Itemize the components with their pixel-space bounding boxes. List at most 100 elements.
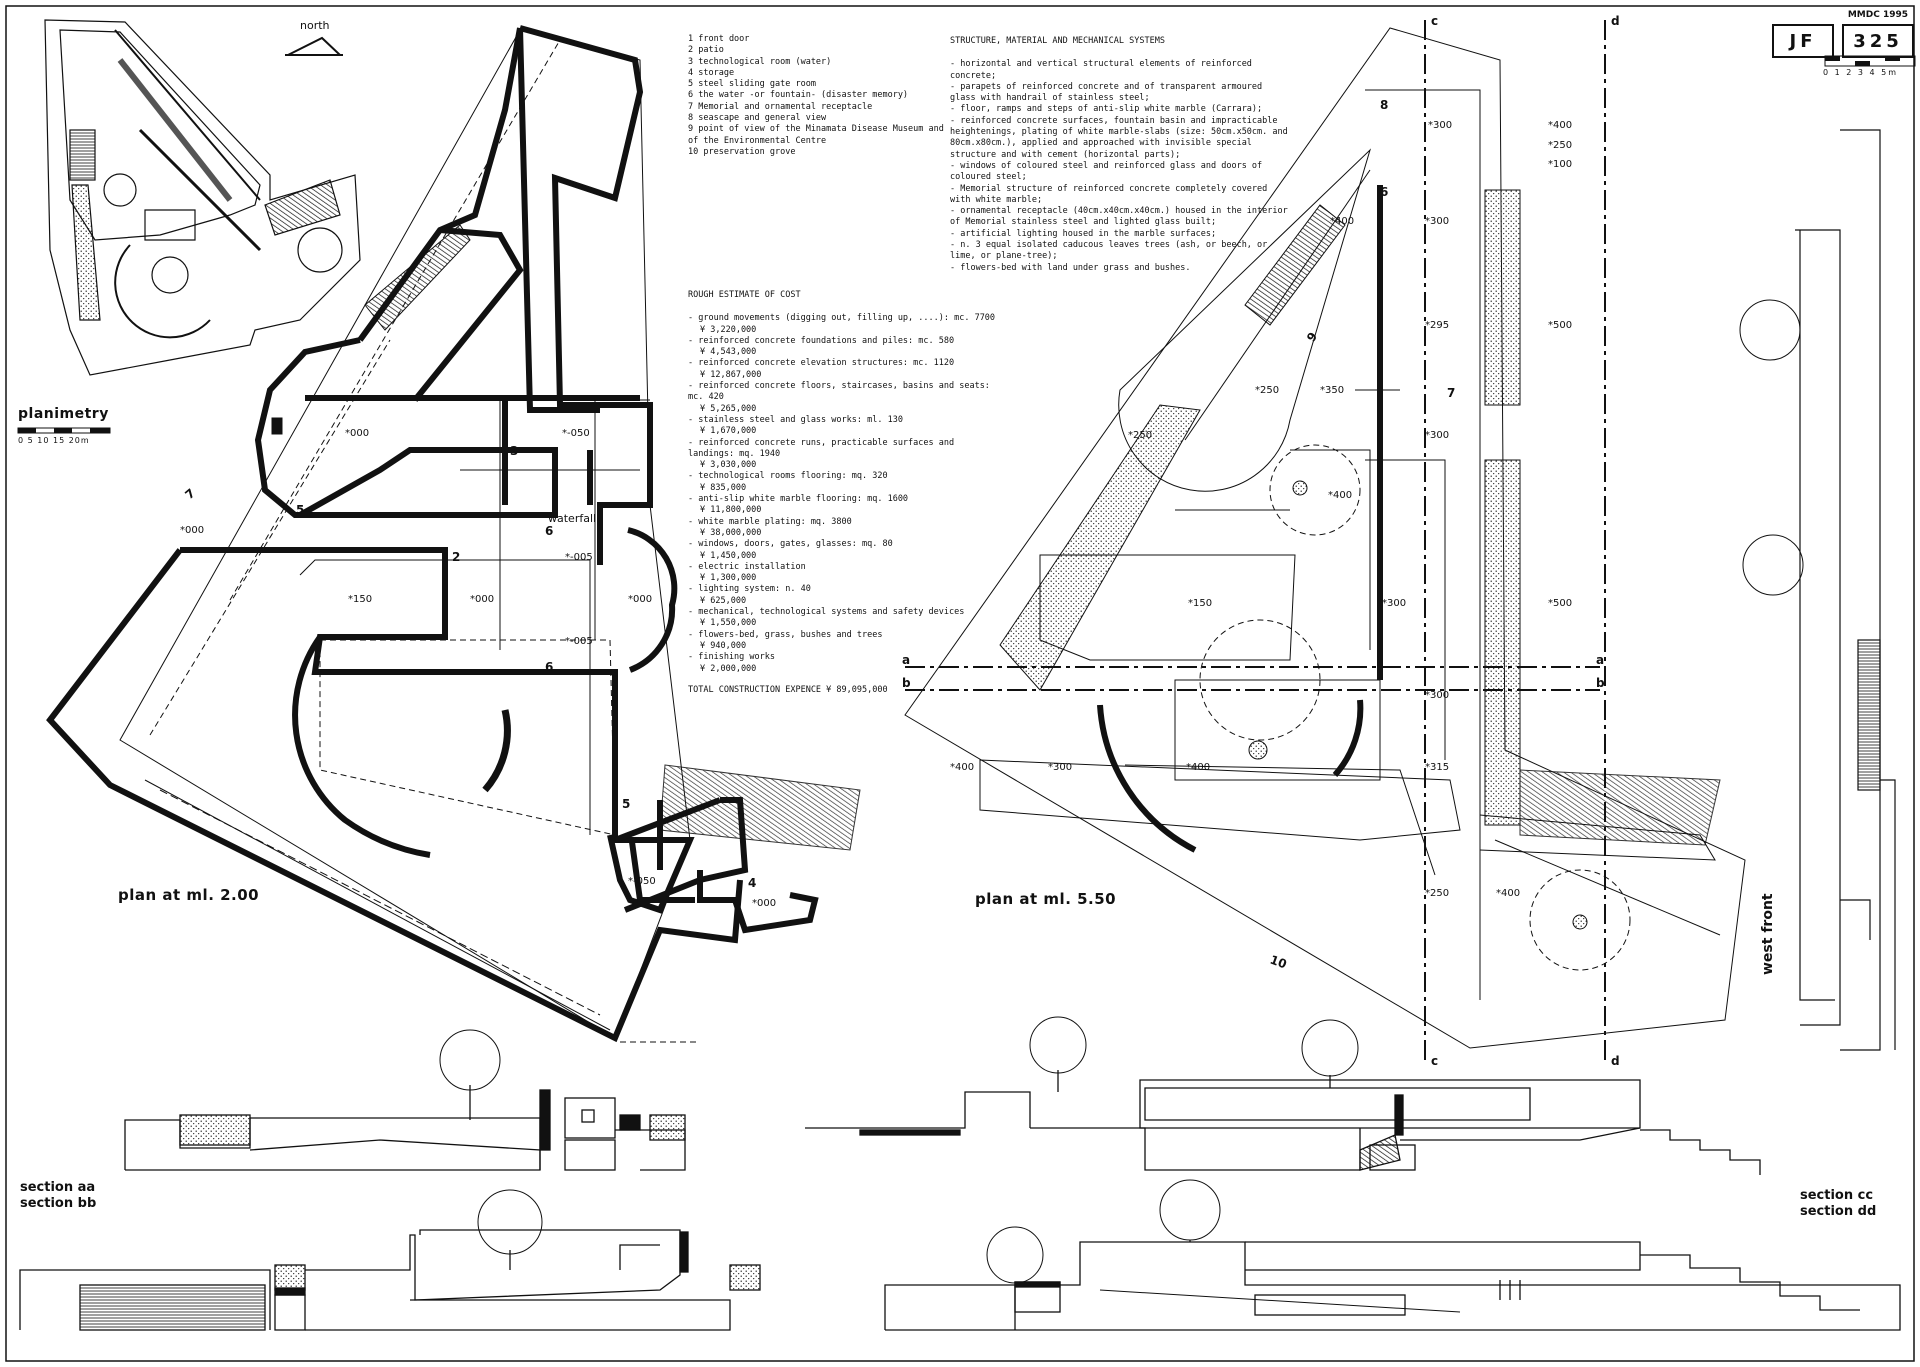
planimetry-scale-ticks: 0 5 10 15 20m [18, 436, 90, 445]
legend-item: 4 storage [688, 67, 735, 78]
elevation-mark: *300 [1425, 216, 1450, 227]
elevation-mark: *400 [1548, 120, 1573, 131]
structure-item: - horizontal and vertical structural ele… [950, 59, 1252, 81]
elevation-mark: *-005 [565, 636, 593, 647]
elevation-mark: *-050 [628, 876, 656, 887]
room-number: 5 [296, 503, 305, 517]
legend-item: 7 Memorial and ornamental receptacle [688, 101, 873, 112]
legend-item: 5 steel sliding gate room [688, 79, 816, 90]
section-bb-title: section bb [20, 1196, 97, 1211]
elevation-mark: *400 [1330, 216, 1355, 227]
room-number: 4 [748, 876, 757, 890]
cost-desc: - reinforced concrete foundations and pi… [688, 335, 955, 346]
cost-amount: ¥ 12,867,000 [700, 369, 762, 380]
structure-item: - reinforced concrete surfaces, fountain… [950, 115, 1288, 160]
cost-desc: - reinforced concrete floors, staircases… [688, 381, 990, 403]
section-dd-drawing [884, 1179, 1901, 1331]
section-marker: b [1596, 676, 1605, 690]
sheet-number: 325 [1842, 24, 1914, 58]
sheet-border [5, 5, 1915, 1362]
cost-desc: - mechanical, technological systems and … [688, 607, 965, 618]
section-cc-title: section cc [1800, 1188, 1874, 1203]
structure-item: - n. 3 equal isolated caducous leaves tr… [950, 240, 1268, 262]
room-number: 7 [1447, 386, 1456, 400]
plan-200-title: plan at ml. 2.00 [118, 886, 260, 904]
elevation-mark: *400 [950, 762, 975, 773]
cost-amount: ¥ 835,000 [700, 482, 747, 493]
cost-title: ROUGH ESTIMATE OF COST [688, 290, 801, 300]
elevation-mark: *400 [1496, 888, 1521, 899]
structure-item: - flowers-bed with land under grass and … [950, 262, 1191, 273]
elevation-mark: *400 [1186, 762, 1211, 773]
cost-desc: - reinforced concrete runs, practicable … [688, 437, 955, 459]
cost-amount: ¥ 38,000,000 [700, 527, 762, 538]
elevation-mark: *400 [1328, 490, 1353, 501]
plan-550-drawing [904, 20, 1746, 1060]
elevation-mark: *500 [1548, 598, 1573, 609]
legend-item: 6 the water -or fountain- (disaster memo… [688, 90, 909, 101]
elevation-mark: *350 [1320, 385, 1345, 396]
elevation-mark: *000 [628, 594, 653, 605]
section-aa-drawing [124, 1029, 686, 1171]
cost-estimate: ROUGH ESTIMATE OF COST - ground movement… [688, 290, 998, 696]
section-marker: a [902, 653, 911, 667]
cost-amount: ¥ 1,550,000 [700, 618, 757, 629]
section-bb-drawing [19, 1189, 761, 1331]
elevation-mark: *000 [345, 428, 370, 439]
legend: 1 front door 2 patio 3 technological roo… [688, 34, 948, 158]
cost-desc: - technological rooms flooring: mq. 320 [688, 471, 888, 482]
elevation-mark: *300 [1048, 762, 1073, 773]
structure-item: - windows of coloured steel and reinforc… [950, 160, 1263, 183]
cost-desc: - lighting system: n. 40 [688, 584, 811, 595]
elevation-mark: *300 [1425, 430, 1450, 441]
section-marker: a [1596, 653, 1605, 667]
cost-desc: - flowers-bed, grass, bushes and trees [688, 629, 883, 640]
structure-item: - parapets of reinforced concrete and of… [950, 81, 1263, 104]
room-number: 6 [1380, 185, 1389, 199]
west-front-title: west front [1760, 893, 1776, 975]
elevation-mark: *150 [348, 594, 373, 605]
elevation-mark: *300 [1428, 120, 1453, 131]
cost-desc: - windows, doors, gates, glasses: mq. 80 [688, 539, 893, 550]
structure-item: - artificial lighting housed in the marb… [950, 228, 1217, 239]
cost-amount: ¥ 5,265,000 [700, 403, 757, 414]
planimetry-drawing [44, 19, 361, 376]
cost-amount: ¥ 1,670,000 [700, 426, 757, 437]
cost-amount: ¥ 1,450,000 [700, 550, 757, 561]
waterfall-label: waterfall [548, 512, 597, 525]
legend-item: 3 technological room (water) [688, 56, 832, 67]
structure-item: - Memorial structure of reinforced concr… [950, 183, 1268, 205]
section-marker: d [1611, 1054, 1620, 1068]
plan-550-title: plan at ml. 5.50 [975, 890, 1117, 908]
planimetry-title: planimetry [18, 406, 109, 422]
cost-amount: ¥ 3,030,000 [700, 460, 757, 471]
structure-title: STRUCTURE, MATERIAL AND MECHANICAL SYSTE… [950, 36, 1165, 46]
cost-desc: - ground movements (digging out, filling… [688, 313, 996, 324]
section-marker: b [902, 676, 911, 690]
room-number: 2 [452, 550, 461, 564]
elevation-mark: *000 [470, 594, 495, 605]
cost-amount: ¥ 625,000 [700, 595, 747, 606]
north-arrow-icon [285, 36, 343, 56]
cost-desc: - reinforced concrete elevation structur… [688, 358, 955, 369]
section-marker: c [1431, 14, 1439, 28]
legend-item: 2 patio [688, 45, 724, 56]
west-front-drawing [1739, 129, 1896, 1051]
elevation-mark: *300 [1382, 598, 1407, 609]
elevation-mark: *315 [1425, 762, 1450, 773]
section-aa-title: section aa [20, 1180, 96, 1195]
elevation-mark: *250 [1255, 385, 1280, 396]
elevation-mark: *300 [1425, 690, 1450, 701]
elevation-mark: *500 [1548, 320, 1573, 331]
elevation-mark: *250 [1128, 430, 1153, 441]
legend-item: 10 preservation grove [688, 146, 796, 157]
elevation-mark: *100 [1548, 159, 1573, 170]
legend-item: 9 point of view of the Minamata Disease … [688, 124, 944, 146]
elevation-mark: *-005 [565, 552, 593, 563]
north-label: north [300, 19, 330, 32]
cost-amount: ¥ 3,220,000 [700, 324, 757, 335]
section-marker: c [1431, 1054, 1439, 1068]
cost-amount: ¥ 940,000 [700, 640, 747, 651]
